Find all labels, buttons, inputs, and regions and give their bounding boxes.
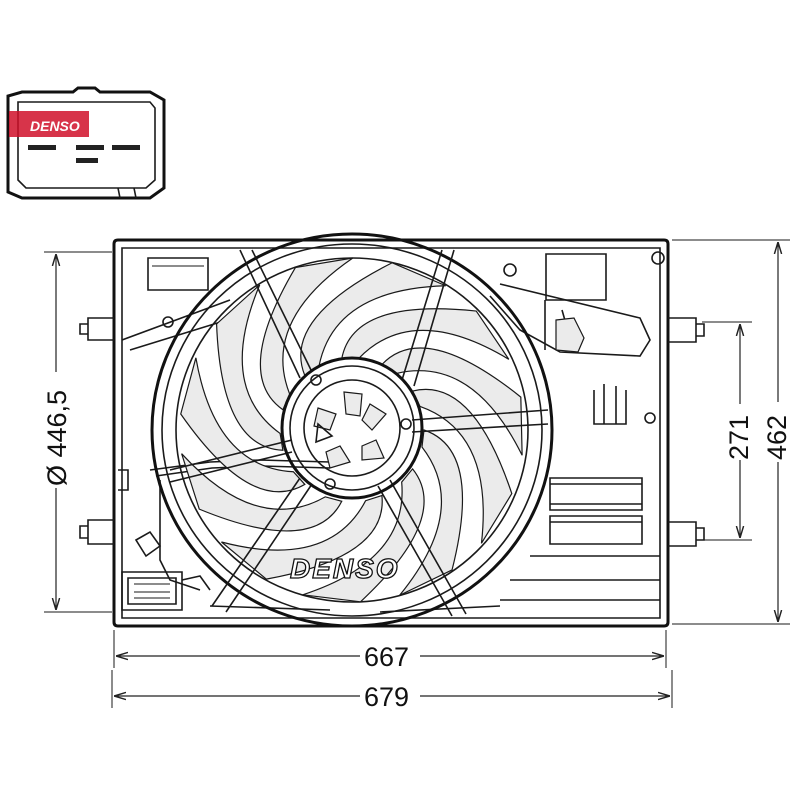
connector-pin — [28, 145, 56, 150]
brand-red-stripe — [9, 111, 89, 137]
motor-hub — [280, 356, 424, 500]
brand-logo: DENSO — [290, 553, 400, 584]
fan-blade — [180, 357, 306, 493]
hub-slot — [343, 391, 363, 417]
dimension-inner-width: 667 — [364, 642, 409, 672]
fan-blade — [411, 388, 513, 544]
connector-detail: DENSO — [6, 86, 166, 200]
fan-blades — [180, 257, 523, 603]
fan-blade — [215, 284, 284, 451]
dimension-overall-height: 462 — [762, 415, 792, 460]
dimension-overall-width: 679 — [364, 682, 409, 712]
connector-pin — [76, 158, 98, 163]
motor-struts — [169, 249, 549, 617]
connector-brand-label: DENSO — [30, 118, 80, 134]
hub-slot — [361, 439, 385, 461]
fan-blade — [399, 429, 464, 596]
dimension-mount-spacing: 271 — [724, 415, 754, 460]
dimension-fan-diameter: Ø 446,5 — [42, 390, 72, 486]
fan-blade — [341, 308, 510, 360]
connector-pin — [112, 145, 140, 150]
fan-blade — [300, 262, 446, 377]
connector-pin — [76, 145, 104, 150]
hub-slot — [325, 445, 351, 469]
fan-blade — [259, 257, 354, 411]
shroud-frame — [79, 238, 705, 628]
fan-blade — [380, 347, 523, 456]
fan-blade — [181, 453, 343, 532]
hub-slot — [361, 403, 387, 431]
